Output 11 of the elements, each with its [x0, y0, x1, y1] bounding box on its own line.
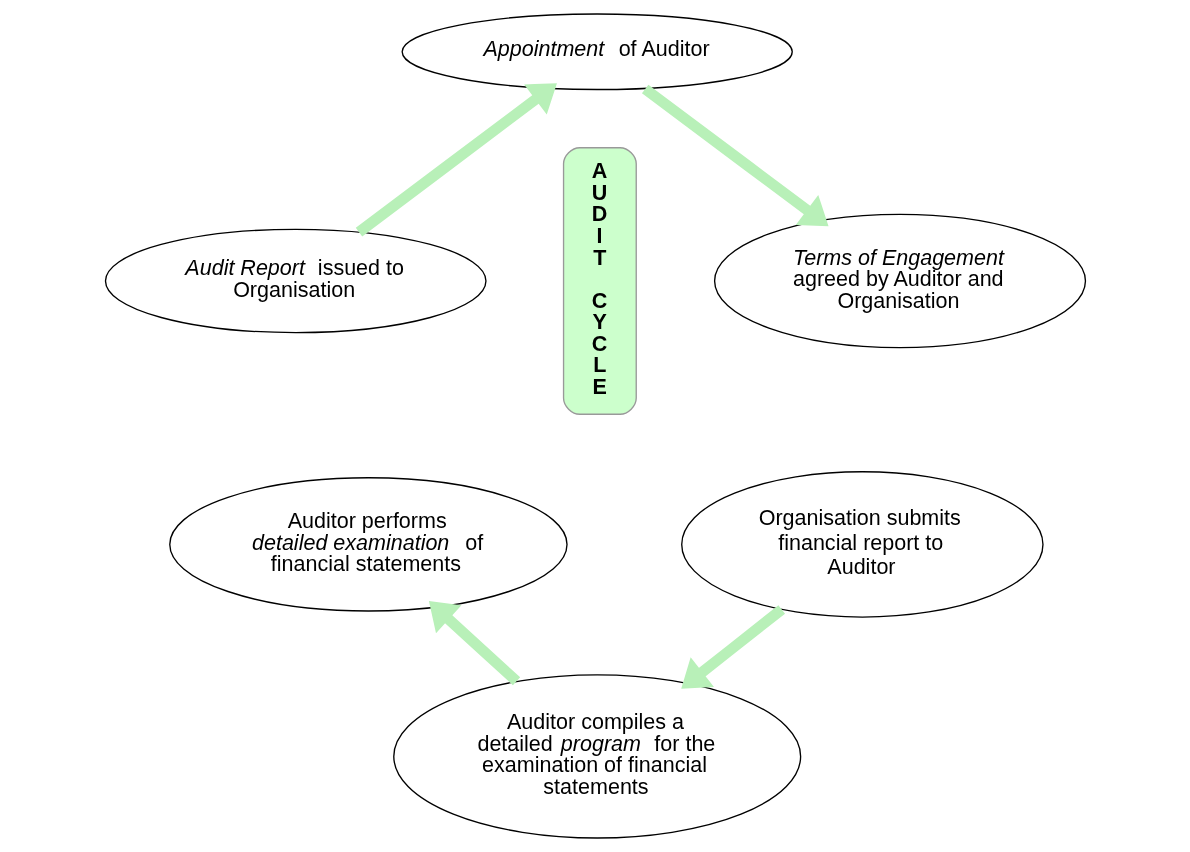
- arrow: [680, 605, 785, 689]
- node-ellipse: Terms of Engagement agreed by Auditor and Organisation: [713, 213, 1086, 349]
- arrow: [428, 601, 520, 686]
- node-ellipse: Appointment of Auditor: [401, 13, 793, 91]
- node-box: AUDIT CYCLE: [562, 147, 637, 415]
- arrow: [641, 84, 829, 227]
- node-ellipse: Audit Report issued to Organisation: [104, 228, 487, 334]
- node-ellipse: Auditor performs detailed examination of financial statements: [168, 477, 568, 612]
- arrow: [355, 83, 557, 237]
- node-ellipse: Organisation submits financial report to Auditor: [680, 471, 1044, 618]
- node-ellipse: Auditor compiles a detailed program for the examination of financial statements: [392, 674, 801, 839]
